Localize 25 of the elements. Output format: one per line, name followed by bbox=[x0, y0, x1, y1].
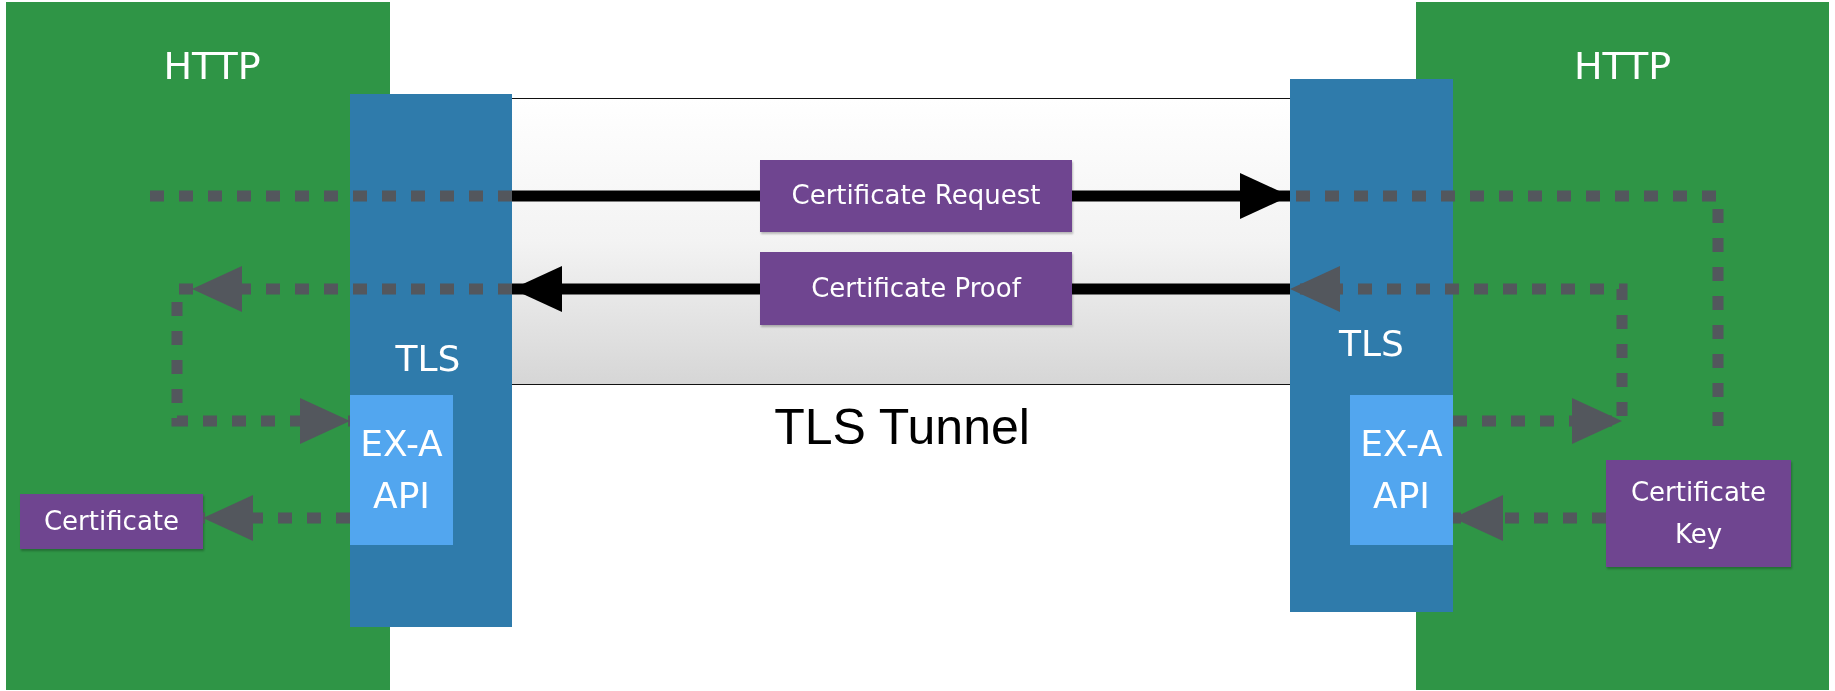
arrow bbox=[512, 266, 760, 312]
layer-label: TLS bbox=[394, 338, 462, 379]
message-box bbox=[20, 494, 203, 549]
dotted-arrow bbox=[1453, 495, 1606, 541]
message-label: Certificate bbox=[42, 504, 181, 538]
message-label: Certificate Request bbox=[790, 179, 1042, 213]
api-box bbox=[350, 395, 453, 545]
dotted-arrow bbox=[1290, 266, 1628, 444]
layer-label: TLS bbox=[1338, 323, 1405, 364]
message-box bbox=[760, 252, 1072, 325]
dotted-arrow bbox=[203, 495, 350, 541]
api-label: EX-A API bbox=[1359, 421, 1444, 518]
message-box bbox=[760, 160, 1072, 232]
layer-label: HTTP bbox=[162, 44, 262, 88]
api-label: EX-A API bbox=[359, 421, 444, 518]
arrow bbox=[1072, 173, 1290, 219]
message-label: Certificate Proof bbox=[810, 271, 1023, 305]
dotted-arrow bbox=[171, 266, 512, 444]
api-box bbox=[1350, 395, 1453, 545]
message-box bbox=[1606, 460, 1791, 567]
layer-label: HTTP bbox=[1572, 44, 1673, 88]
tls-layer-panel bbox=[1290, 79, 1453, 612]
message-label: Certificate Key bbox=[1629, 475, 1768, 551]
tunnel-label: TLS Tunnel bbox=[773, 398, 1031, 456]
tls-layer-panel bbox=[350, 94, 512, 627]
